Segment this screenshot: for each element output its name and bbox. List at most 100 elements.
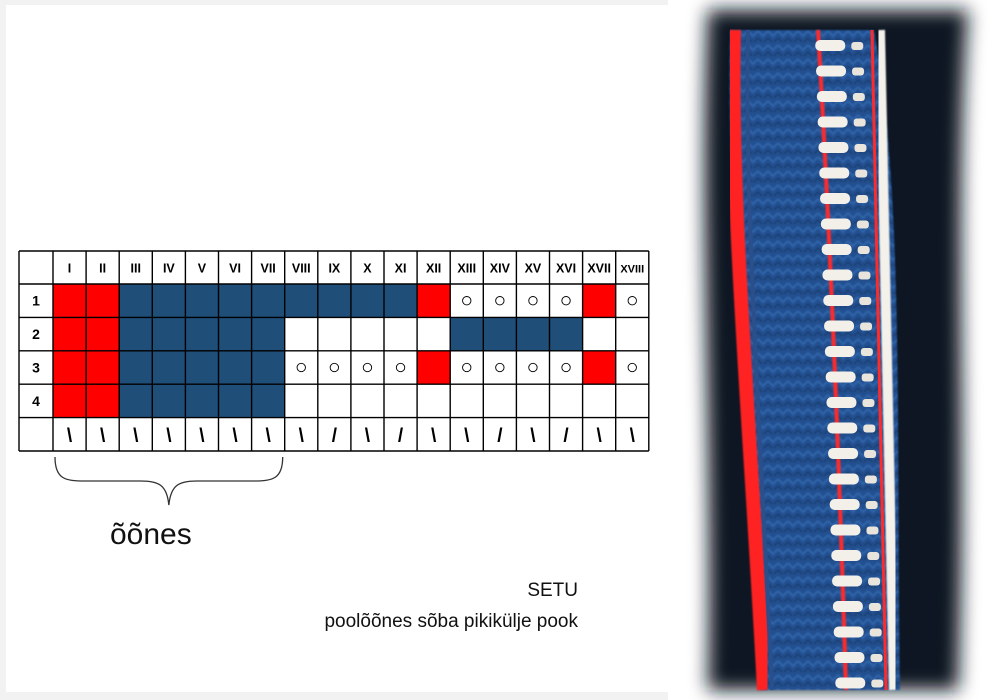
stitch-mark: [815, 40, 846, 51]
circle-mark: [462, 362, 472, 373]
grid-cell: [582, 350, 616, 385]
stitch-mark: [835, 677, 866, 689]
stitch-mark: [859, 297, 872, 305]
grid-cell: [86, 350, 120, 385]
stitch-mark: [853, 118, 866, 127]
direction-mark: /: [497, 425, 503, 446]
grid-cell: [119, 350, 153, 385]
stitch-mark: [823, 295, 854, 306]
grid-cell: [119, 317, 153, 351]
stitch-mark: [827, 422, 858, 434]
grid-cell: [549, 284, 583, 318]
circle-mark: [362, 362, 373, 373]
grid-cell: [350, 317, 384, 351]
stitch-mark: [817, 116, 848, 128]
circle-mark: [296, 362, 306, 373]
brace-label: õõnes: [110, 518, 192, 551]
grid-cell: [417, 384, 451, 418]
grid-cell: [516, 350, 550, 385]
grid-cell: [450, 350, 484, 385]
chart-gridlines: [18, 250, 650, 452]
direction-mark: \: [431, 425, 437, 446]
grid-cell: [317, 384, 351, 418]
grid-cell: [483, 317, 517, 351]
stitch-mark: [816, 65, 847, 77]
grid-cell: [119, 384, 153, 418]
stitch-mark: [862, 399, 875, 407]
stitch-mark: [871, 679, 884, 688]
column-header: III: [131, 262, 141, 276]
grid-cell: [284, 284, 318, 318]
stitch-mark: [826, 397, 857, 408]
direction-mark: \: [530, 425, 536, 446]
grid-cell: [317, 317, 351, 351]
stitch-mark: [861, 373, 874, 382]
direction-mark: \: [67, 425, 73, 446]
column-header: VI: [229, 262, 241, 276]
grid-cell: [384, 350, 418, 385]
stitch-mark: [868, 603, 881, 611]
circle-mark: [395, 362, 406, 373]
grid-cell: [384, 317, 418, 351]
grid-cell: [185, 317, 219, 351]
circle-mark: [561, 296, 571, 306]
grid-cell: [152, 317, 186, 351]
grid-cell: [516, 317, 550, 351]
grid-cell: [549, 317, 583, 351]
stitch-mark: [828, 448, 859, 459]
grid-cell: [218, 317, 252, 351]
column-header: XI: [395, 262, 407, 276]
grid-cell: [483, 384, 517, 418]
stitch-mark: [866, 526, 879, 535]
grid-cell: [152, 284, 186, 318]
stitch-mark: [824, 320, 855, 332]
stitch-mark: [854, 144, 867, 152]
column-header: XIV: [490, 262, 511, 276]
column-header: II: [99, 262, 106, 276]
stitch-mark: [857, 246, 870, 254]
grid-cell: [53, 317, 87, 351]
direction-mark: /: [332, 425, 338, 446]
row-label: 2: [32, 326, 40, 342]
stitch-mark: [863, 424, 876, 433]
grid-cell: [284, 384, 318, 418]
stitch-mark: [830, 524, 861, 536]
circle-mark: [495, 296, 505, 306]
grid-cell: [284, 350, 318, 385]
stitch-mark: [832, 575, 863, 587]
direction-mark: \: [199, 425, 205, 446]
direction-mark: \: [133, 425, 139, 446]
grid-cell: [251, 317, 285, 351]
stitch-mark: [824, 346, 855, 357]
stitch-mark: [864, 475, 877, 484]
stitch-mark: [821, 244, 852, 255]
row-label: 1: [32, 293, 40, 309]
stitch-mark: [816, 91, 847, 102]
stitch-mark: [834, 652, 865, 663]
grid-cell: [582, 384, 616, 418]
grid-cell: [615, 284, 649, 318]
direction-mark: \: [365, 425, 371, 446]
stitch-mark: [832, 601, 863, 612]
grid-cell: [350, 384, 384, 418]
grid-cell: [218, 284, 252, 318]
woven-band-photo: [668, 0, 1002, 700]
grid-cell: [582, 317, 616, 351]
direction-mark: \: [100, 425, 106, 446]
stitch-mark: [856, 195, 869, 203]
stitch-mark: [820, 193, 851, 204]
stitch-mark: [869, 628, 882, 637]
stitch-mark: [833, 626, 864, 638]
grid-cell: [384, 384, 418, 418]
stitch-mark: [860, 348, 873, 356]
grid-cell: [317, 284, 351, 318]
direction-mark: /: [398, 425, 404, 446]
column-header: XIII: [457, 262, 476, 276]
grid-cell: [317, 350, 351, 385]
stitch-mark: [851, 42, 864, 50]
circle-mark: [528, 362, 538, 373]
stitch-mark: [852, 93, 865, 101]
caption-subtitle: poolõõnes sõba pikikülje pook: [324, 611, 578, 632]
grid-cell: [251, 384, 285, 418]
direction-mark: \: [266, 425, 272, 446]
